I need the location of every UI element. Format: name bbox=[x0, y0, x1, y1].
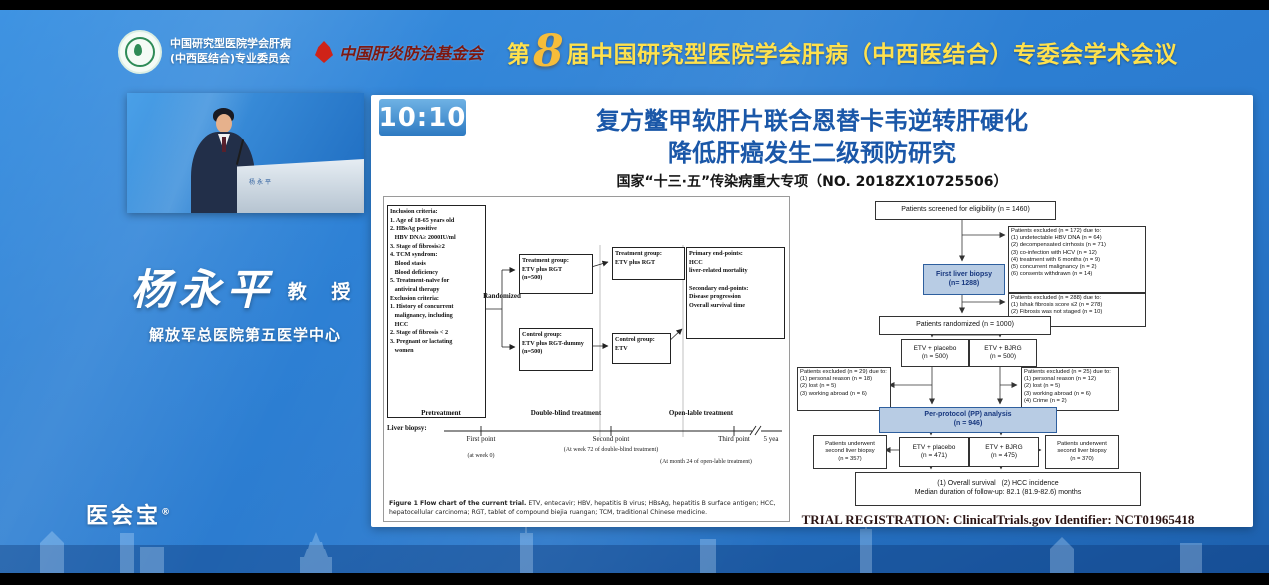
podium-label: 杨永平 bbox=[249, 179, 274, 186]
speaker-tie bbox=[222, 137, 226, 152]
timeline-point3: Third point bbox=[718, 435, 750, 443]
slide-title-line1: 复方鳖甲软肝片联合恩替卡韦逆转肝硬化 bbox=[596, 107, 1028, 135]
platform-name: 医会宝 bbox=[86, 504, 162, 529]
society-logo-icon bbox=[118, 30, 162, 74]
foundation-logo-icon bbox=[315, 41, 333, 63]
speaker-name-block: 杨永平 教 授 bbox=[116, 256, 374, 317]
slide-title-line2: 降低肝癌发生二级预防研究 bbox=[668, 139, 956, 167]
arm-bjrg-475-box: ETV + BJRG (n = 475) bbox=[969, 437, 1039, 467]
figure1-caption-bold: Figure 1 Flow chart of the current trial… bbox=[389, 500, 527, 508]
excluded-top-box: Patients excluded (n = 172) due to: (1) … bbox=[1008, 226, 1146, 293]
trial-registration: TRIAL REGISTRATION: ClinicalTrials.gov I… bbox=[801, 512, 1195, 527]
org-left-line2: (中西医结合)专业委员会 bbox=[170, 52, 291, 65]
arm-placebo-471-box: ETV + placebo (n = 471) bbox=[899, 437, 969, 467]
org-mid: 中国肝炎防治基金会 bbox=[315, 40, 483, 64]
platform-logo: 医会宝® bbox=[86, 498, 170, 530]
outcomes-box: (1) Overall survival (2) HCC incidence M… bbox=[855, 472, 1141, 506]
skyline-art bbox=[0, 515, 1269, 573]
endpoints-box: Primary end-points: HCC liver-related mo… bbox=[686, 247, 785, 339]
org-left: 中国研究型医院学会肝病 (中西医结合)专业委员会 bbox=[118, 30, 291, 74]
org-mid-name: 中国肝炎防治基金会 bbox=[339, 44, 484, 63]
figure1-flowchart: Inclusion criteria: 1. Age of 18-65 year… bbox=[383, 196, 790, 522]
inclusion-criteria-box: Inclusion criteria: 1. Age of 18-65 year… bbox=[387, 205, 486, 418]
letterbox-top bbox=[0, 0, 1269, 10]
treatment-group1-box: Treatment group: ETV plus RGT (n=500) bbox=[519, 254, 593, 294]
randomized-box: Patients randomized (n = 1000) bbox=[879, 316, 1051, 335]
screened-box: Patients screened for eligibility (n = 1… bbox=[875, 201, 1056, 220]
header-bar: 中国研究型医院学会肝病 (中西医结合)专业委员会 中国肝炎防治基金会 第 8 届… bbox=[118, 22, 1263, 82]
speaker-video: 杨永平 bbox=[127, 93, 364, 213]
phase-pretreatment-label: Pretreatment bbox=[421, 409, 461, 417]
phase-doubleblind-label: Double-blind treatment bbox=[530, 409, 602, 417]
timeline-point1: First point bbox=[466, 435, 496, 443]
liver-biopsy-label: Liver biopsy: bbox=[387, 424, 427, 432]
timeline-end-label: 5 yea bbox=[763, 435, 779, 443]
figure1-caption: Figure 1 Flow chart of the current trial… bbox=[389, 500, 784, 518]
letterbox-bottom bbox=[0, 573, 1269, 585]
countdown-timer: 10:10 bbox=[379, 99, 466, 136]
figure1-caption-rest: ETV, entecavir; HBV, hepatitis B virus; … bbox=[389, 500, 776, 517]
org-left-line1: 中国研究型医院学会肝病 bbox=[170, 37, 291, 51]
slide-subtitle: 国家“十三·五”传染病重大专项（NO. 2018ZX10725506） bbox=[616, 174, 1008, 190]
podium: 杨永平 bbox=[237, 159, 364, 213]
consort-diagram: Patients screened for eligibility (n = 1… bbox=[795, 195, 1163, 507]
second-biopsy-left-box: Patients underwent second liver biopsy (… bbox=[813, 435, 887, 469]
timeline-point2-sub: (At week 72 of double-blind treatment) bbox=[563, 447, 659, 453]
phase-openlabel-label: Open-lable treatment bbox=[668, 409, 734, 417]
timeline-point3-sub: (At month 24 of open-lable treatment) bbox=[660, 459, 752, 465]
title-prefix: 第 bbox=[507, 42, 531, 68]
timeline-point1-sub: (at week 0) bbox=[467, 453, 495, 459]
treatment-group2-box: Treatment group: ETV plus RGT bbox=[612, 247, 685, 280]
arm-placebo-500-box: ETV + placebo (n = 500) bbox=[901, 339, 969, 367]
speaker-affiliation: 解放军总医院第五医学中心 bbox=[148, 326, 341, 344]
pp-analysis-box: Per-protocol (PP) analysis (n = 946) bbox=[879, 407, 1057, 433]
excluded-right-box: Patients excluded (n = 25) due to: (1) p… bbox=[1021, 367, 1119, 411]
control-group1-box: Control group: ETV plus RGT-dummy (n=500… bbox=[519, 328, 593, 371]
speaker-face bbox=[216, 114, 232, 133]
second-biopsy-right-box: Patients underwent second liver biopsy (… bbox=[1045, 435, 1119, 469]
excluded-left-box: Patients excluded (n = 29) due to: (1) p… bbox=[797, 367, 891, 411]
timeline-point2: Second point bbox=[592, 435, 630, 443]
control-group2-box: Control group: ETV bbox=[612, 333, 671, 364]
arm-bjrg-500-box: ETV + BJRG (n = 500) bbox=[969, 339, 1037, 367]
speaker-title: 教 授 bbox=[287, 281, 360, 303]
org-left-text: 中国研究型医院学会肝病 (中西医结合)专业委员会 bbox=[170, 37, 291, 67]
conference-title: 第 8 届中国研究型医院学会肝病（中西医结合）专委会学术会议 bbox=[507, 30, 1178, 74]
title-text: 届中国研究型医院学会肝病（中西医结合）专委会学术会议 bbox=[566, 42, 1178, 68]
slide: 10:10 复方鳖甲软肝片联合恩替卡韦逆转肝硬化 降低肝癌发生二级预防研究 国家… bbox=[371, 95, 1253, 527]
stage-background: 中国研究型医院学会肝病 (中西医结合)专业委员会 中国肝炎防治基金会 第 8 届… bbox=[0, 10, 1269, 573]
first-biopsy-box: First liver biopsy (n= 1288) bbox=[923, 264, 1005, 295]
registered-mark: ® bbox=[161, 507, 171, 518]
randomized-label: Randomized bbox=[483, 292, 521, 300]
speaker-name: 杨永平 bbox=[130, 265, 275, 314]
title-number: 8 bbox=[533, 26, 564, 77]
